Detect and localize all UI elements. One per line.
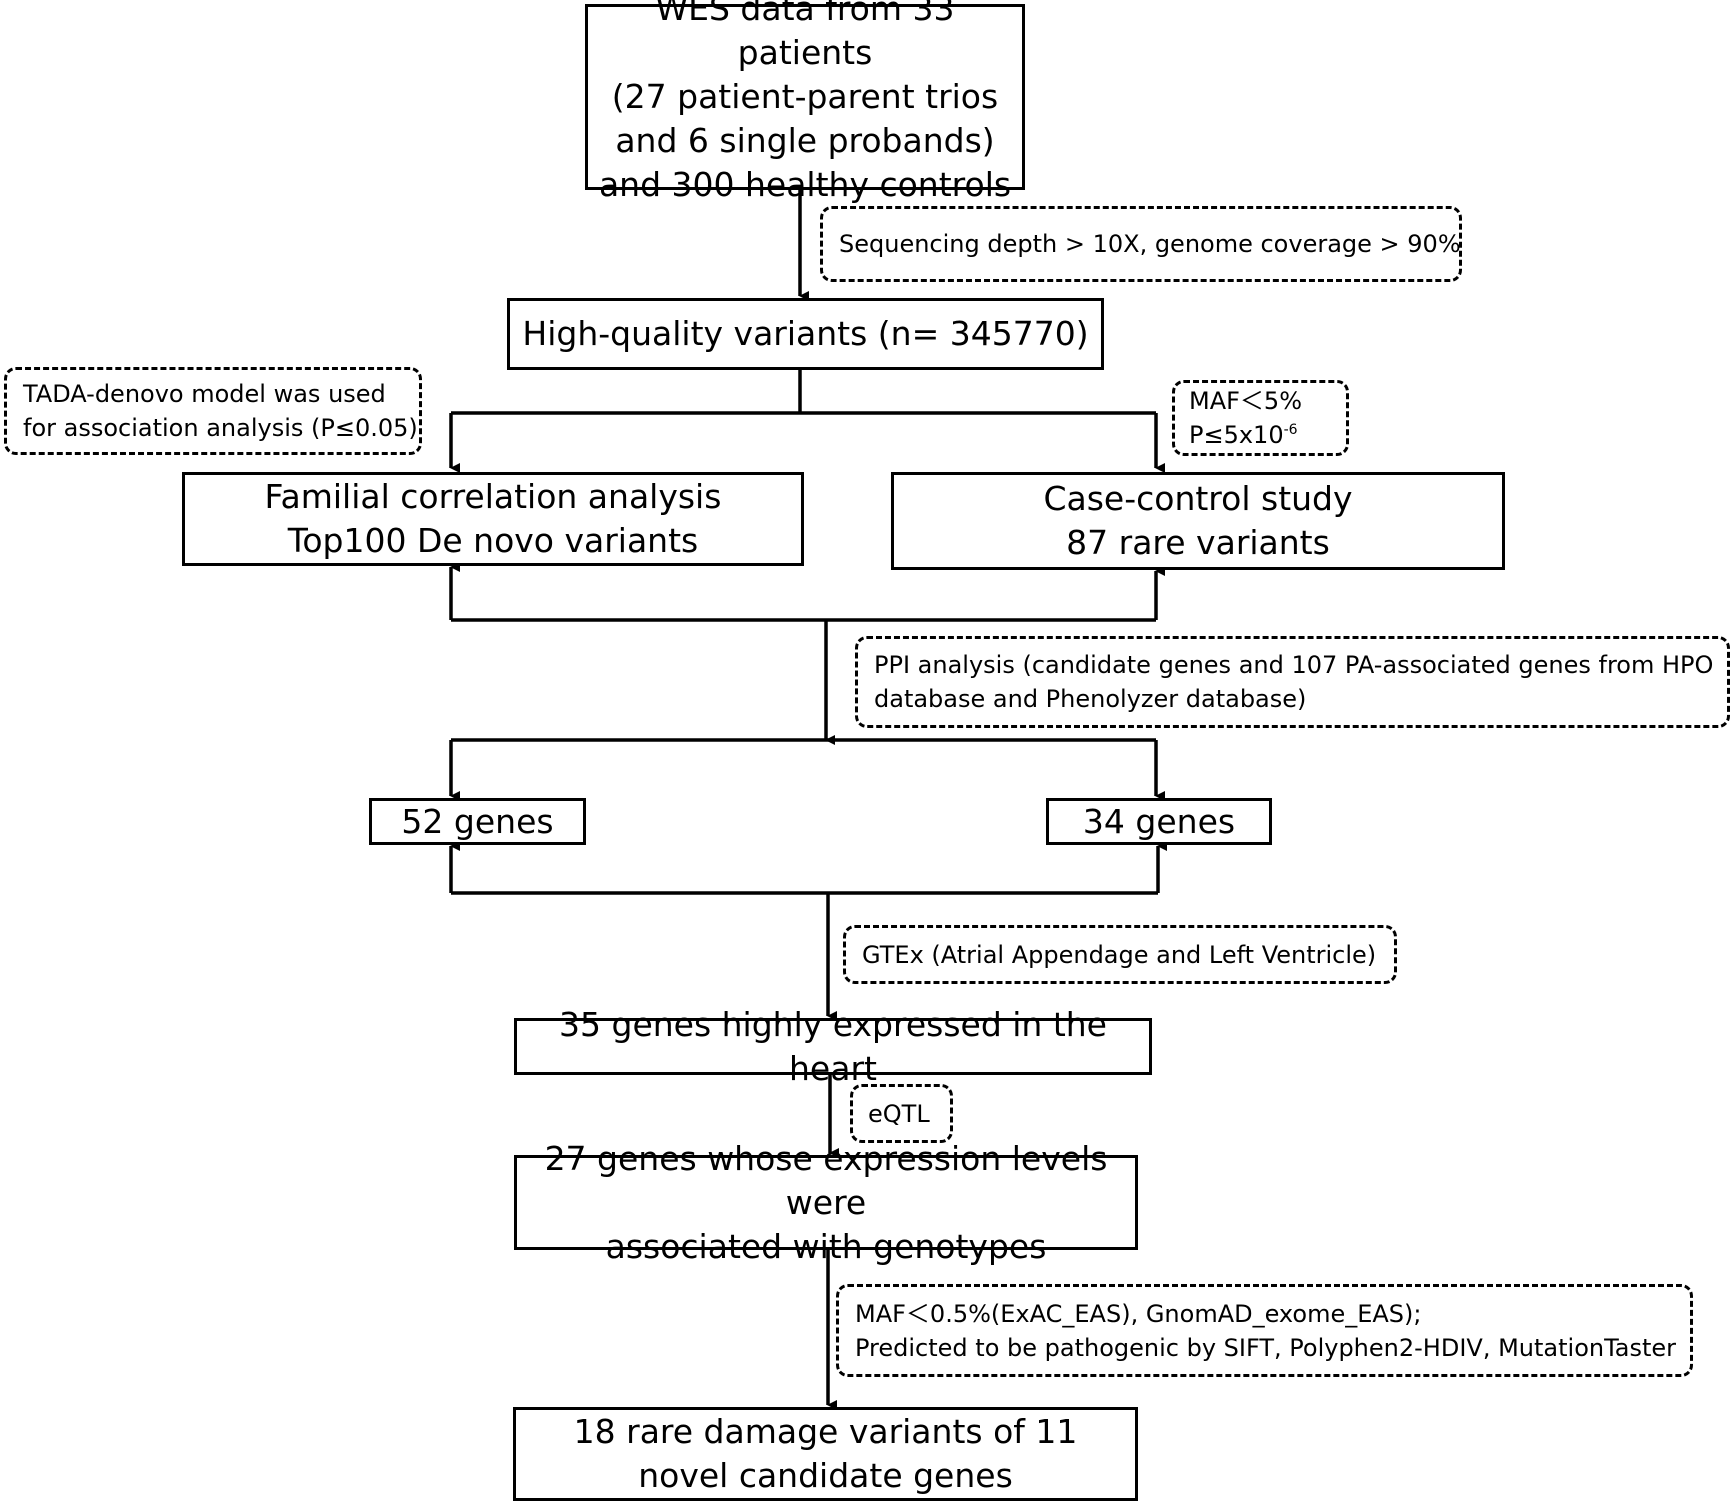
qc-filter-text: Sequencing depth > 10X, genome coverage … xyxy=(839,230,1461,258)
wes-line-1: WES data from 33 patients xyxy=(655,0,955,72)
wes-line-4: and 300 healthy controls xyxy=(598,165,1012,204)
maf-p-base: P≤5x10 xyxy=(1189,421,1284,449)
wes-line-2: (27 patient-parent trios xyxy=(611,77,999,116)
qc-filter-note: Sequencing depth > 10X, genome coverage … xyxy=(820,206,1462,282)
tada-line-1: TADA-denovo model was used xyxy=(23,380,386,408)
familial-line-2: Top100 De novo variants xyxy=(287,521,699,560)
genotype-line-1: 27 genes whose expression levels were xyxy=(544,1138,1108,1222)
final-candidates-box: 18 rare damage variants of 11 novel cand… xyxy=(513,1407,1138,1501)
genes-52-box: 52 genes xyxy=(369,798,586,845)
wes-data-box: WES data from 33 patients (27 patient-pa… xyxy=(585,0,1025,204)
final-line-2: novel candidate genes xyxy=(638,1456,1013,1495)
filter-line-1: MAF＜0.5%(ExAC_EAS), GnomAD_exome_EAS); xyxy=(855,1299,1422,1328)
genotype-association-box: 27 genes whose expression levels were as… xyxy=(514,1139,1138,1266)
filter-line-2: Predicted to be pathogenic by SIFT, Poly… xyxy=(855,1333,1677,1362)
maf-threshold-note: MAF＜5% P≤5x10-6 xyxy=(1172,380,1349,456)
final-line-1: 18 rare damage variants of 11 xyxy=(573,1412,1078,1451)
genotype-line-2: associated with genotypes xyxy=(605,1226,1047,1266)
hq-variants-text: High-quality variants (n= 345770) xyxy=(522,314,1089,353)
ppi-analysis-note: PPI analysis (candidate genes and 107 PA… xyxy=(855,636,1730,728)
maf-line-1: MAF＜5% xyxy=(1189,387,1303,415)
tada-note: TADA-denovo model was used for associati… xyxy=(4,367,422,455)
familial-line-1: Familial correlation analysis xyxy=(264,477,722,516)
case-control-line-2: 87 rare variants xyxy=(1066,523,1330,562)
ppi-line-2: database and Phenolyzer database) xyxy=(874,685,1307,713)
pathogenicity-filter-note: MAF＜0.5%(ExAC_EAS), GnomAD_exome_EAS); P… xyxy=(836,1284,1693,1377)
gtex-note: GTEx (Atrial Appendage and Left Ventricl… xyxy=(843,925,1397,984)
eqtl-text: eQTL xyxy=(868,1099,930,1128)
case-control-line-1: Case-control study xyxy=(1043,479,1353,518)
familial-analysis-box: Familial correlation analysis Top100 De … xyxy=(182,472,804,566)
maf-p-exponent: -6 xyxy=(1283,422,1298,438)
heart-expression-box: 35 genes highly expressed in the heart xyxy=(514,1005,1152,1088)
wes-line-3: and 6 single probands) xyxy=(615,121,995,160)
genes-52-text: 52 genes xyxy=(401,801,554,841)
eqtl-note: eQTL xyxy=(850,1084,953,1143)
gtex-text: GTEx (Atrial Appendage and Left Ventricl… xyxy=(862,940,1377,969)
heart-text: 35 genes highly expressed in the heart xyxy=(559,1004,1107,1088)
hq-variants-box: High-quality variants (n= 345770) xyxy=(507,298,1104,370)
maf-line-2: P≤5x10-6 xyxy=(1189,418,1332,452)
case-control-box: Case-control study 87 rare variants xyxy=(891,472,1505,570)
tada-line-2: for association analysis (P≤0.05) xyxy=(23,414,418,442)
genes-34-text: 34 genes xyxy=(1082,801,1236,841)
ppi-line-1: PPI analysis (candidate genes and 107 PA… xyxy=(874,651,1714,679)
genes-34-box: 34 genes xyxy=(1046,798,1272,845)
